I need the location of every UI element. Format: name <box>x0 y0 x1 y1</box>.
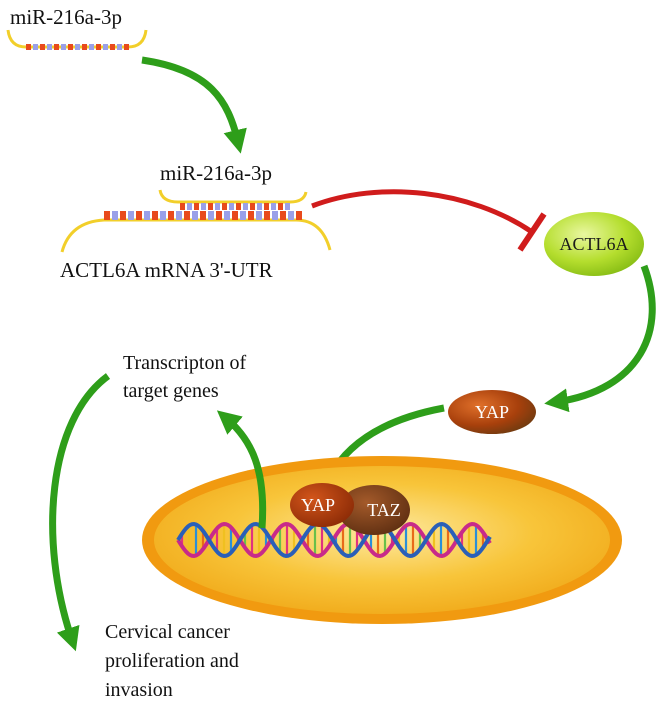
nucleotide <box>236 203 241 210</box>
nucleotide <box>184 211 190 220</box>
yap-nuclear-shape <box>290 483 354 527</box>
arrow-outcome <box>49 373 111 652</box>
nucleotide <box>180 203 185 210</box>
nucleotide <box>152 211 158 220</box>
nucleotide <box>47 44 52 50</box>
mrna-label: ACTL6A mRNA 3'-UTR <box>60 258 273 282</box>
nucleotide <box>278 203 283 210</box>
inhibition-bar <box>517 212 547 252</box>
nucleotide <box>250 203 255 210</box>
mirna-bound-label: miR-216a-3p <box>160 161 272 185</box>
arrow-mirna-binding <box>141 56 247 154</box>
nucleotide <box>33 44 38 50</box>
dna-backbone <box>176 521 492 559</box>
mirna-free: miR-216a-3p <box>6 5 148 50</box>
nucleotide <box>208 203 213 210</box>
nucleotide <box>215 203 220 210</box>
mirna-bound-strand <box>158 189 308 204</box>
nucleotide <box>61 44 66 50</box>
nucleotide <box>176 211 182 220</box>
nucleotide <box>264 211 270 220</box>
taz-shape <box>338 485 410 535</box>
arrow-actl6a-yap <box>544 264 656 413</box>
nucleotide <box>187 203 192 210</box>
transcription-line-2: target genes <box>123 380 219 402</box>
dna-double-helix-icon <box>176 521 492 559</box>
nucleotide <box>136 211 142 220</box>
nucleotide <box>240 211 246 220</box>
nucleotide <box>144 211 150 220</box>
yap-free-label: YAP <box>475 402 509 422</box>
nucleotide <box>194 203 199 210</box>
nucleotide <box>120 211 126 220</box>
transcription-label: Transcripton of target genes <box>123 352 246 402</box>
nucleotide <box>288 211 294 220</box>
nucleotide <box>200 211 206 220</box>
nucleotide <box>248 211 254 220</box>
outcome-line-3: invasion <box>105 679 173 701</box>
nucleus <box>142 456 622 624</box>
mirna-top-label: miR-216a-3p <box>10 5 122 29</box>
yap-taz-complex: TAZ YAP <box>290 483 410 535</box>
transcription-line-1: Transcripton of <box>123 352 246 374</box>
nucleotide <box>224 211 230 220</box>
nucleotide <box>160 211 166 220</box>
mirna-nucleotides <box>26 44 129 50</box>
nucleotide <box>40 44 45 50</box>
nucleotide <box>68 44 73 50</box>
inhibition-mirna-actl6a <box>311 189 547 252</box>
outcome-label: Cervical cancer proliferation and invasi… <box>105 621 239 701</box>
actl6a-label: ACTL6A <box>560 234 629 254</box>
nucleotide <box>296 211 302 220</box>
nucleotide <box>124 44 129 50</box>
nucleotide <box>222 203 227 210</box>
yap-nuclear-label: YAP <box>301 495 335 515</box>
nucleotide <box>201 203 206 210</box>
inhibition-line <box>311 189 534 235</box>
nucleotide <box>264 203 269 210</box>
nucleotide <box>208 211 214 220</box>
nucleotide <box>117 44 122 50</box>
actl6a-shape <box>544 212 644 276</box>
nucleotide <box>110 44 115 50</box>
nucleotide <box>89 44 94 50</box>
mrna-strand <box>60 218 332 253</box>
taz-label: TAZ <box>367 500 401 520</box>
nucleotide <box>229 203 234 210</box>
actl6a-node: ACTL6A <box>544 212 644 276</box>
nucleus-interior <box>154 466 610 614</box>
nucleotide <box>128 211 134 220</box>
mirna-bound-nucleotides <box>180 203 290 210</box>
nucleotide <box>82 44 87 50</box>
yap-free-shape <box>448 390 536 434</box>
arrow-transcription <box>216 410 267 529</box>
mirna-mrna-duplex: miR-216a-3p ACTL6A mRNA 3'-UTR <box>60 161 332 282</box>
outcome-line-1: Cervical cancer <box>105 621 230 643</box>
nucleotide <box>104 211 110 220</box>
mrna-nucleotides <box>104 211 302 220</box>
yap-free-node: YAP <box>448 390 536 434</box>
nucleotide <box>272 211 278 220</box>
nucleotide <box>256 211 262 220</box>
nucleotide <box>192 211 198 220</box>
nucleotide <box>54 44 59 50</box>
nucleotide <box>285 203 290 210</box>
nucleotide <box>26 44 31 50</box>
nucleotide <box>168 211 174 220</box>
nucleotide <box>103 44 108 50</box>
nucleotide <box>257 203 262 210</box>
nucleotide <box>75 44 80 50</box>
nucleotide <box>271 203 276 210</box>
nucleotide <box>280 211 286 220</box>
nucleotide <box>232 211 238 220</box>
nucleotide <box>216 211 222 220</box>
nucleotide <box>112 211 118 220</box>
outcome-line-2: proliferation and <box>105 650 239 672</box>
nucleotide <box>96 44 101 50</box>
nucleotide <box>243 203 248 210</box>
